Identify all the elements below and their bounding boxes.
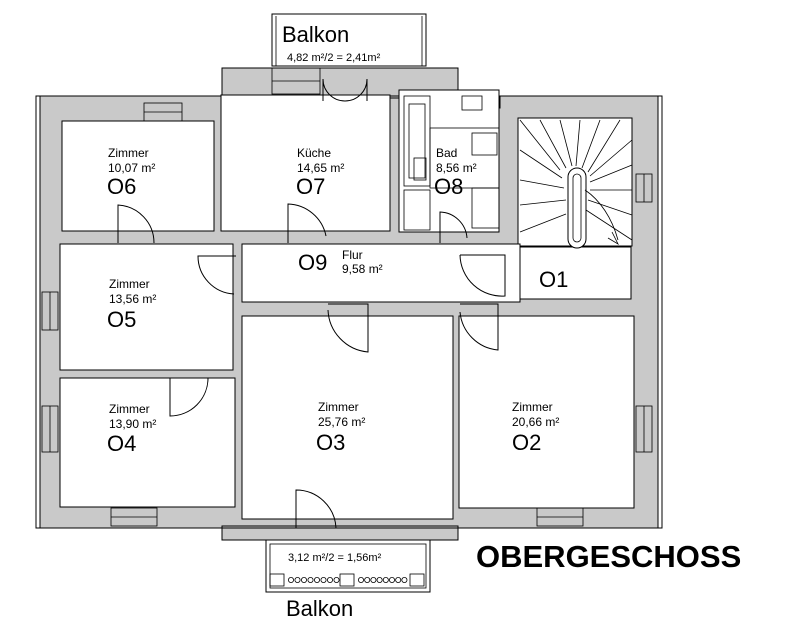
balcony-top: Balkon 4,82 m²/2 = 2,41m²: [271, 13, 427, 67]
room-o6: [61, 120, 215, 232]
room-label-o4: Zimmer 13,90 m² O4: [107, 402, 156, 456]
room-label-o6: Zimmer 10,07 m² O6: [107, 146, 155, 199]
room-o9: [241, 243, 521, 303]
room-name: Küche: [297, 146, 331, 160]
room-label-o3: Zimmer 25,76 m² O3: [316, 400, 365, 455]
room-area: 13,90 m²: [109, 417, 156, 431]
staircase: [519, 119, 633, 249]
room-label-o1: O1: [539, 267, 568, 292]
room-label-o7: Küche 14,65 m² O7: [296, 146, 344, 199]
room-area: 9,58 m²: [342, 262, 383, 276]
room-label-o8: Bad 8,56 m² O8: [434, 146, 477, 199]
room-code: O3: [316, 430, 345, 455]
room-code: O4: [107, 431, 136, 456]
room-label-o9: O9 Flur 9,58 m²: [298, 248, 383, 276]
room-name: Zimmer: [109, 277, 150, 291]
room-o5: [59, 243, 234, 371]
room-o3: [241, 315, 454, 520]
balcony-bottom: 3,12 m²/2 = 1,56m² Balkon: [265, 539, 431, 621]
balcony-top-area: 4,82 m²/2 = 2,41m²: [287, 52, 381, 64]
room-area: 25,76 m²: [318, 415, 365, 429]
room-name: Zimmer: [108, 146, 149, 160]
room-area: 10,07 m²: [108, 161, 155, 175]
room-label-o2: Zimmer 20,66 m² O2: [512, 400, 559, 455]
doors: [117, 78, 506, 529]
room-code: O5: [107, 307, 136, 332]
room-o8: [398, 89, 500, 233]
room-code: O6: [107, 174, 136, 199]
room-area: 8,56 m²: [436, 161, 477, 175]
room-name: Flur: [342, 248, 363, 262]
room-code: O2: [512, 430, 541, 455]
room-area: 13,56 m²: [109, 292, 156, 306]
room-area: 14,65 m²: [297, 161, 344, 175]
room-o4: [59, 377, 236, 508]
room-name: Zimmer: [109, 402, 150, 416]
room-label-o5: Zimmer 13,56 m² O5: [107, 277, 156, 332]
room-area: 20,66 m²: [512, 415, 559, 429]
room-o1: [518, 246, 632, 300]
room-code: O9: [298, 250, 327, 275]
floor-title: OBERGESCHOSS: [476, 539, 741, 574]
balcony-top-label: Balkon: [282, 22, 349, 47]
balcony-bottom-label: Balkon: [286, 596, 353, 621]
room-code: O7: [296, 174, 325, 199]
room-name: Bad: [436, 146, 457, 160]
balcony-bottom-area: 3,12 m²/2 = 1,56m²: [288, 552, 382, 564]
room-name: Zimmer: [318, 400, 359, 414]
room-code: O1: [539, 267, 568, 292]
windows: [41, 67, 653, 527]
room-code: O8: [434, 174, 463, 199]
room-name: Zimmer: [512, 400, 553, 414]
